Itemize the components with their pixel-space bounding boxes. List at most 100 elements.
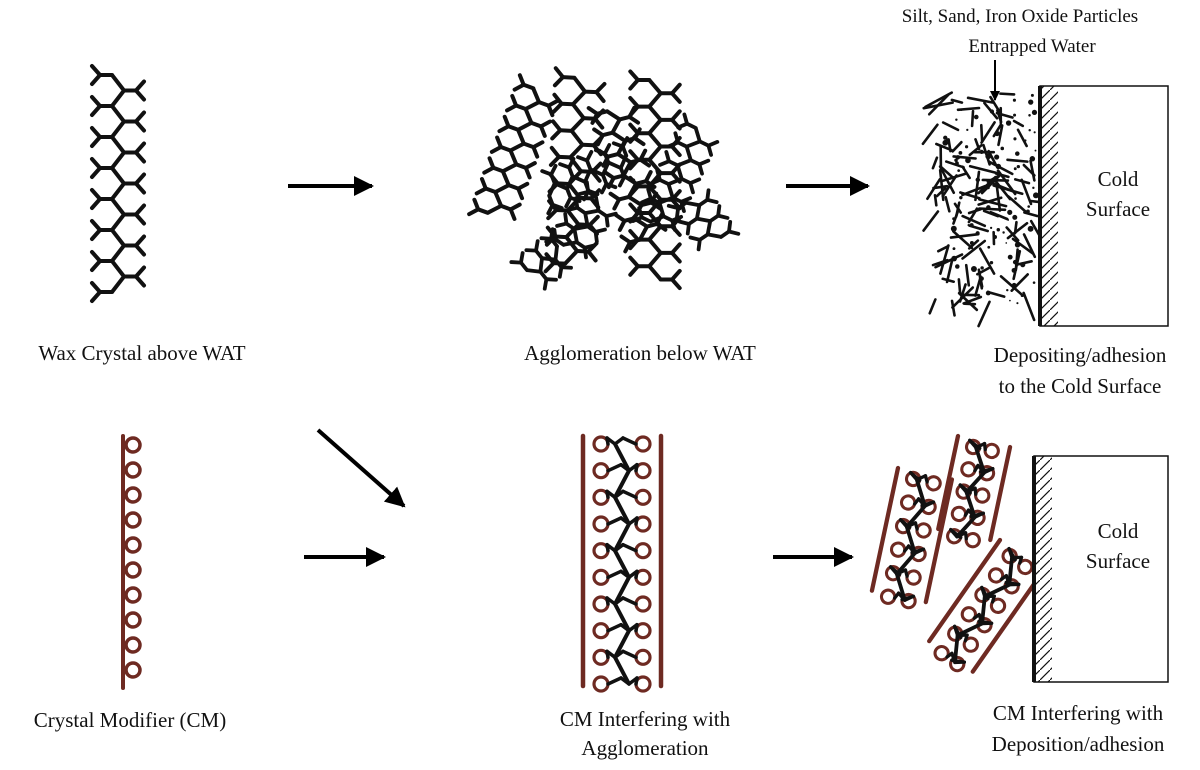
wax-branch (90, 197, 102, 210)
modifier-ring (634, 488, 652, 506)
wax-branch (467, 207, 481, 217)
wax-branch (90, 126, 102, 139)
label-cm-deposition-line2: Deposition/adhesion (992, 732, 1165, 756)
wax-branch (595, 133, 605, 147)
wax-arm (606, 462, 623, 473)
modifier-ring (634, 595, 652, 613)
label-cold-surface-top-2: Surface (1086, 197, 1150, 221)
particle-dot (995, 163, 1002, 170)
particle-dot (1002, 231, 1005, 234)
particle-dot (1014, 197, 1017, 200)
modifier-ring (124, 586, 142, 604)
wax-branch (670, 144, 682, 158)
deposited-wax-segment (922, 210, 940, 232)
agglomerated-crystal (544, 180, 618, 260)
wax-branch (134, 181, 146, 195)
wax-branch (546, 207, 559, 221)
particle-dot (950, 181, 953, 185)
crystal-modifier-chain (121, 434, 142, 690)
modifier-ring (592, 622, 610, 640)
deposited-wax-segment (935, 186, 947, 198)
particle-dot (989, 179, 995, 185)
wax-branch (540, 169, 554, 177)
deposited-wax-segment (988, 160, 1014, 176)
wax-branch (90, 290, 102, 303)
wax-branch (90, 64, 102, 77)
wax-branch (633, 136, 646, 147)
label-particles-line1: Silt, Sand, Iron Oxide Particles (902, 6, 1138, 27)
deposited-wax-segment (935, 142, 953, 152)
wax-branch (670, 91, 682, 104)
wax-branch (523, 165, 532, 180)
modifier-ring (124, 486, 142, 504)
wax-branch (550, 128, 563, 141)
deposited-wax-segment (980, 121, 996, 145)
wax-arm (974, 441, 987, 450)
wax-arm (1010, 555, 1024, 560)
deposited-wax-segment (968, 164, 1000, 175)
deposited-wax-segment (997, 124, 1004, 147)
wax-arm (613, 436, 625, 446)
wax-branch (628, 264, 640, 277)
deposited-wax-segment (945, 259, 954, 284)
deposited-wax-segment (1013, 220, 1018, 235)
wax-branch (539, 236, 553, 241)
modifier-rail-right (923, 477, 955, 605)
particle-dot (1007, 219, 1010, 221)
wax-branch (134, 172, 146, 186)
particle-dot (959, 195, 963, 200)
wax-branch (90, 135, 102, 148)
particle-dot (1013, 167, 1017, 171)
wax-branch (716, 213, 730, 220)
deposited-wax-segment (1016, 128, 1028, 148)
deposited-wax-segment (936, 245, 950, 253)
particle-dot (985, 290, 991, 296)
wax-branch (497, 124, 511, 134)
modifier-ring (124, 511, 142, 529)
deposited-wax-segment (967, 208, 982, 215)
particle-dot (1011, 282, 1017, 288)
wax-branch (628, 78, 640, 91)
particle-dot (954, 158, 958, 162)
wax-branch (531, 145, 540, 159)
wax-branch (582, 245, 588, 260)
particle-dot (1016, 164, 1020, 169)
particle-dot (1028, 114, 1031, 117)
wax-arm (606, 516, 623, 526)
wax-branch (558, 162, 571, 170)
deposited-wax-segment (1022, 163, 1036, 177)
deposited-wax-segment (1006, 158, 1029, 163)
wax-branch (617, 218, 627, 232)
particle-dot (958, 150, 963, 155)
wax-branch (482, 165, 496, 175)
modifier-ring (933, 644, 950, 662)
particle-dot (1012, 259, 1018, 265)
wax-branch (134, 203, 146, 217)
label-cold-surface-top-1: Cold (1098, 167, 1139, 191)
label-agglomeration: Agglomeration below WAT (524, 341, 756, 365)
deposited-wax-segment (977, 300, 991, 328)
wax-arm (621, 436, 638, 446)
wax-branch (670, 218, 677, 232)
wax-branch (670, 250, 682, 264)
modifier-ring (124, 436, 142, 454)
particle-dot (965, 157, 971, 164)
deposited-wax-segment (1022, 291, 1036, 322)
particle-dot (975, 231, 980, 236)
modifier-ring (960, 606, 978, 623)
particle-dot (950, 225, 957, 232)
particle-dot (1013, 113, 1017, 117)
wax-branch (555, 221, 569, 228)
particle-dot (1028, 129, 1031, 132)
particle-dot (1027, 225, 1034, 232)
wax-branch (542, 277, 549, 291)
modifier-ring (925, 475, 942, 492)
wax-branch (134, 79, 146, 93)
modifier-ring (124, 611, 142, 629)
particle-dot (955, 264, 960, 269)
wax-branch (548, 154, 561, 168)
deposited-wax-segment (933, 193, 938, 207)
cold-surface-bottom (1032, 455, 1169, 683)
modifier-ring (634, 648, 652, 666)
wax-branch (90, 157, 102, 170)
